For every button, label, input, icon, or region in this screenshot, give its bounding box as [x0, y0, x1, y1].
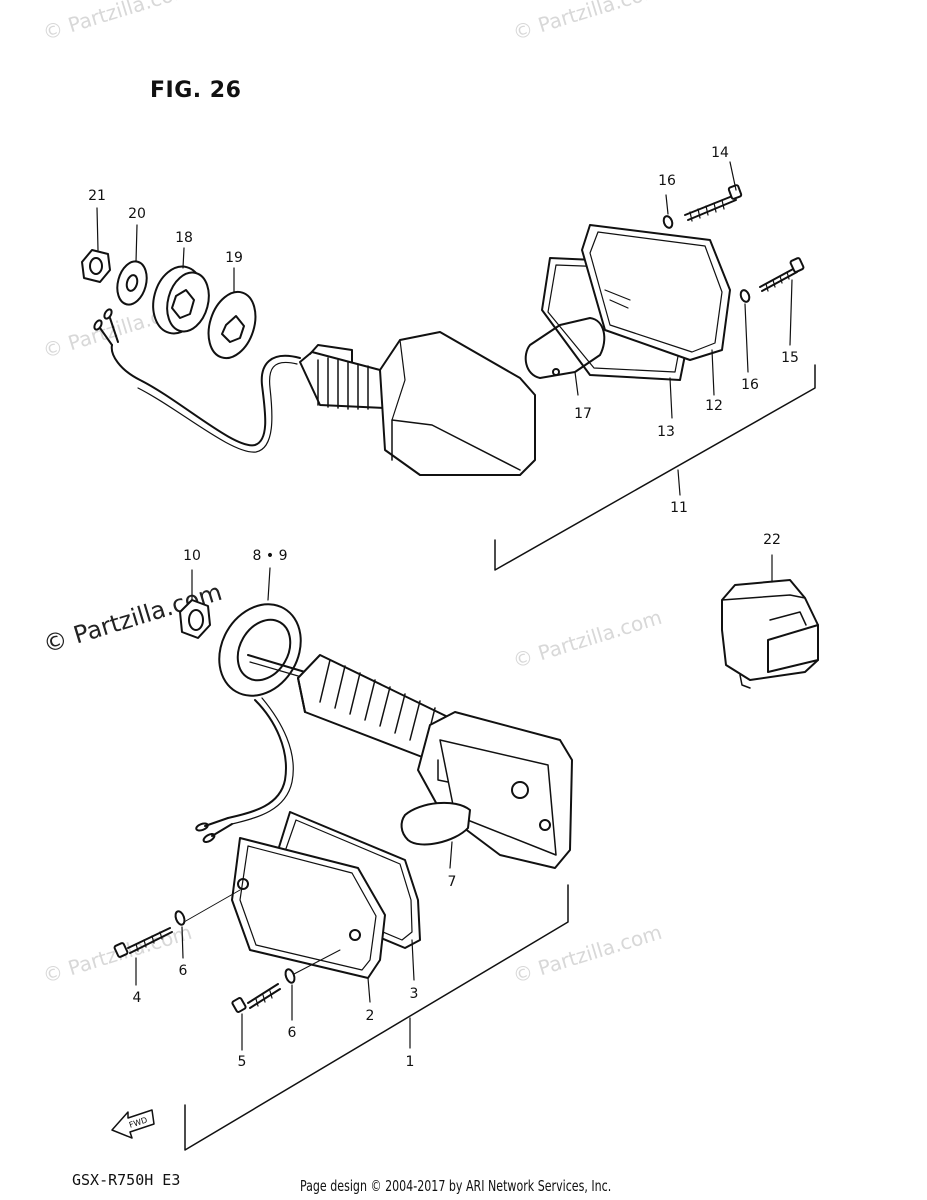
cushion-18 — [152, 247, 210, 335]
callout-1: 1 — [406, 1054, 415, 1070]
screw-4 — [113, 927, 173, 986]
bracket-11 — [494, 364, 816, 571]
bulb-7 — [400, 801, 471, 869]
callout-16-right: 16 — [741, 377, 759, 393]
callout-6-bottom: 6 — [288, 1025, 297, 1041]
bracket-1 — [184, 884, 569, 1151]
callout-17: 17 — [574, 406, 592, 422]
wire-harness-upper — [93, 308, 301, 453]
callout-6-left: 6 — [179, 963, 188, 979]
callout-5: 5 — [238, 1054, 247, 1070]
washer-20 — [116, 224, 148, 306]
callout-18: 18 — [175, 230, 193, 246]
stalk-upper — [299, 344, 387, 410]
callout-16-top: 16 — [658, 173, 676, 189]
model-code: GSX-R750H E3 — [72, 1171, 181, 1189]
callout-11: 11 — [670, 500, 688, 516]
relay-22 — [721, 554, 819, 689]
screw-5 — [231, 983, 281, 1051]
housing-lower — [417, 711, 573, 869]
cushion-19 — [207, 267, 257, 360]
housing-upper — [379, 331, 536, 476]
callout-21: 21 — [88, 188, 106, 204]
washer-16 — [662, 194, 751, 373]
callout-19: 19 — [225, 250, 243, 266]
callout-4: 4 — [133, 990, 142, 1006]
copyright-notice: Page design © 2004-2017 by ARI Network S… — [300, 1177, 612, 1195]
lens-2 — [231, 837, 386, 1003]
callout-20: 20 — [128, 206, 146, 222]
callout-7: 7 — [448, 874, 457, 890]
callout-2: 2 — [366, 1008, 375, 1024]
callout-15: 15 — [781, 350, 799, 366]
callout-labels: 21 20 18 19 14 16 15 16 12 17 13 11 22 1… — [88, 145, 799, 1070]
callout-22: 22 — [763, 532, 781, 548]
nut-21 — [81, 207, 111, 283]
screw-14 — [684, 161, 743, 222]
callout-3: 3 — [410, 986, 419, 1002]
figure-title: FIG. 26 — [150, 78, 242, 103]
callout-10: 10 — [183, 548, 201, 564]
callout-12: 12 — [705, 398, 723, 414]
screw-15 — [759, 257, 805, 346]
wire-harness-lower — [195, 697, 294, 843]
lens-12 — [581, 224, 731, 396]
forward-arrow-icon: FWD — [111, 1109, 155, 1139]
callout-8-9: 8 • 9 — [253, 548, 288, 564]
callout-13: 13 — [657, 424, 675, 440]
rear-turn-signal-assembly — [81, 161, 816, 571]
callout-14: 14 — [711, 145, 729, 161]
nut-10 — [179, 569, 211, 639]
washer-6 — [174, 889, 341, 1021]
bulb-17 — [524, 317, 606, 396]
front-turn-signal-assembly — [113, 567, 573, 1151]
